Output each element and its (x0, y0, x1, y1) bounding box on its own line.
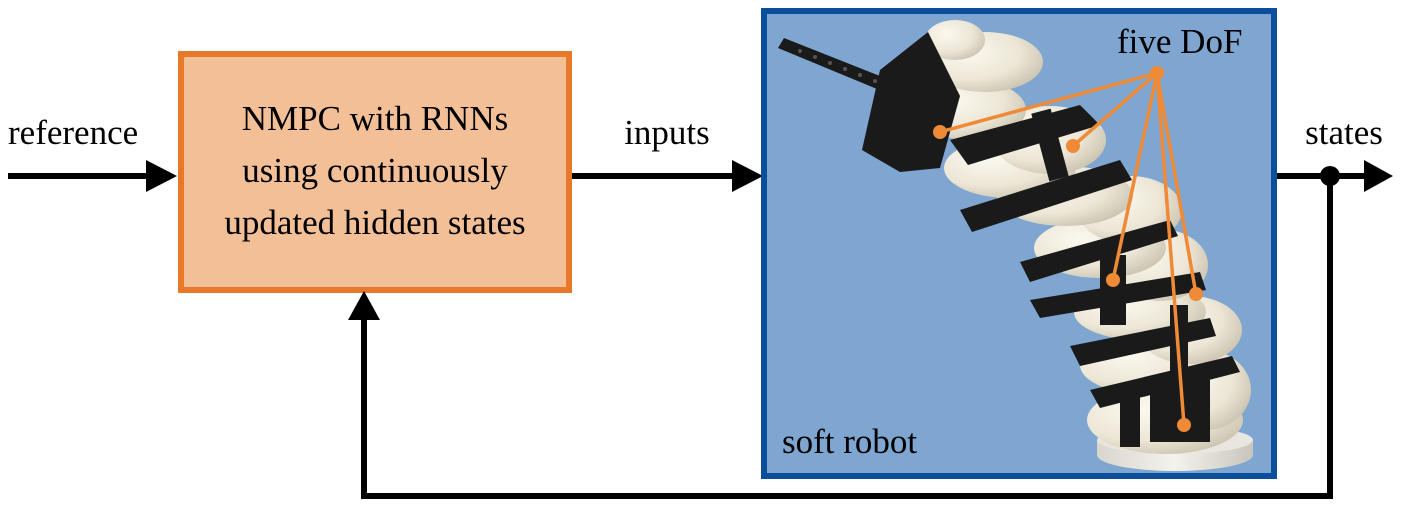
dof-hub-dot (1150, 66, 1164, 80)
dof-label: five DoF (1117, 22, 1242, 61)
reference-label: reference (8, 113, 138, 152)
dof-marker-2 (1066, 139, 1080, 153)
dof-marker-5 (1177, 418, 1191, 432)
dof-marker-4 (1189, 287, 1203, 301)
controller-line-2: using continuously (242, 151, 508, 190)
dof-marker-3 (1106, 273, 1120, 287)
dof-annotations (939, 71, 1198, 426)
dof-marker-1 (933, 125, 947, 139)
soft-robot-image (778, 20, 1253, 471)
inputs-arrow (572, 160, 763, 192)
dof-markers (933, 66, 1203, 432)
controller-line-1: NMPC with RNNs (242, 99, 508, 138)
controller-block (178, 51, 572, 293)
states-label: states (1305, 113, 1383, 152)
controller-line-3: updated hidden states (224, 203, 525, 242)
feedback-loop (348, 166, 1340, 499)
reference-arrow (8, 160, 177, 192)
plant-label: soft robot (782, 422, 917, 461)
inputs-label: inputs (624, 113, 710, 152)
